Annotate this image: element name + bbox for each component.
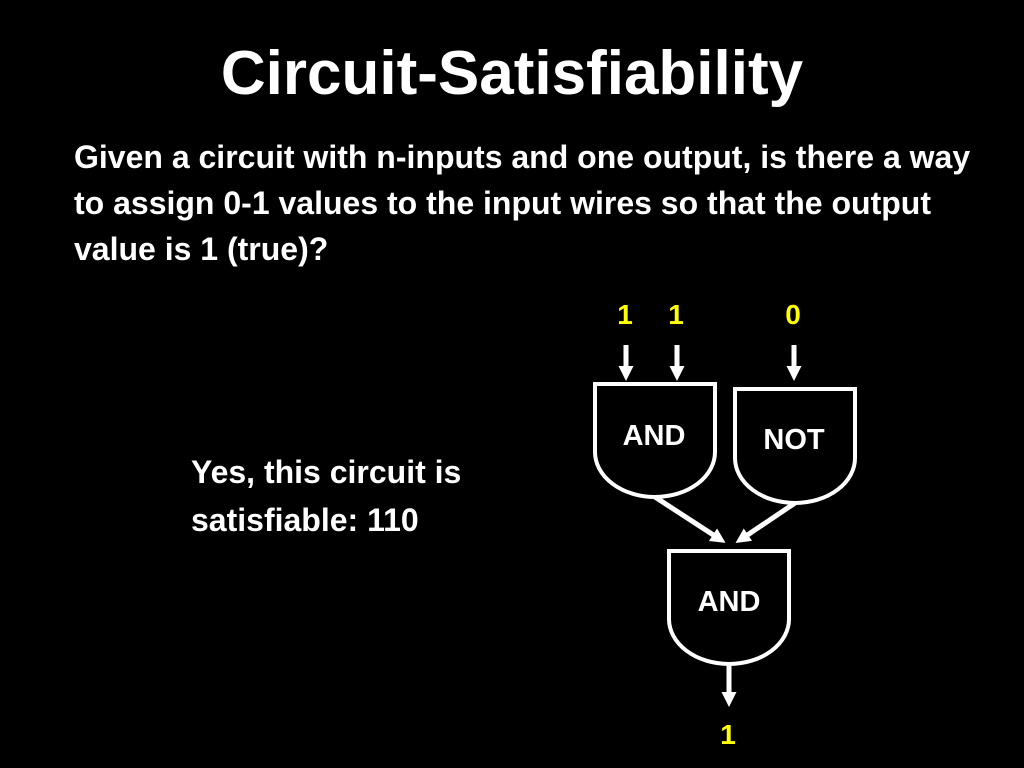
input-bit-3: 0 xyxy=(785,299,801,330)
wire-not-to-and xyxy=(735,500,797,544)
answer-line-1: Yes, this circuit is xyxy=(191,454,462,490)
input-bit-2: 1 xyxy=(668,299,684,330)
answer-text: Yes, this circuit is satisfiable: 110 xyxy=(191,448,571,544)
and-gate-bottom xyxy=(667,549,791,666)
not-gate-top xyxy=(733,387,857,505)
problem-description: Given a circuit with n-inputs and one ou… xyxy=(74,139,971,267)
answer-line-2: satisfiable: 110 xyxy=(191,502,419,538)
slide-title: Circuit-Satisfiability xyxy=(220,39,804,108)
input-bit-1: 1 xyxy=(617,299,633,330)
output-bit: 1 xyxy=(720,719,736,750)
and-gate-bottom-label: AND xyxy=(698,586,761,618)
and-gate-top-label: AND xyxy=(623,420,686,452)
not-gate-top-label: NOT xyxy=(763,424,825,456)
wire-and-to-and xyxy=(653,494,726,543)
